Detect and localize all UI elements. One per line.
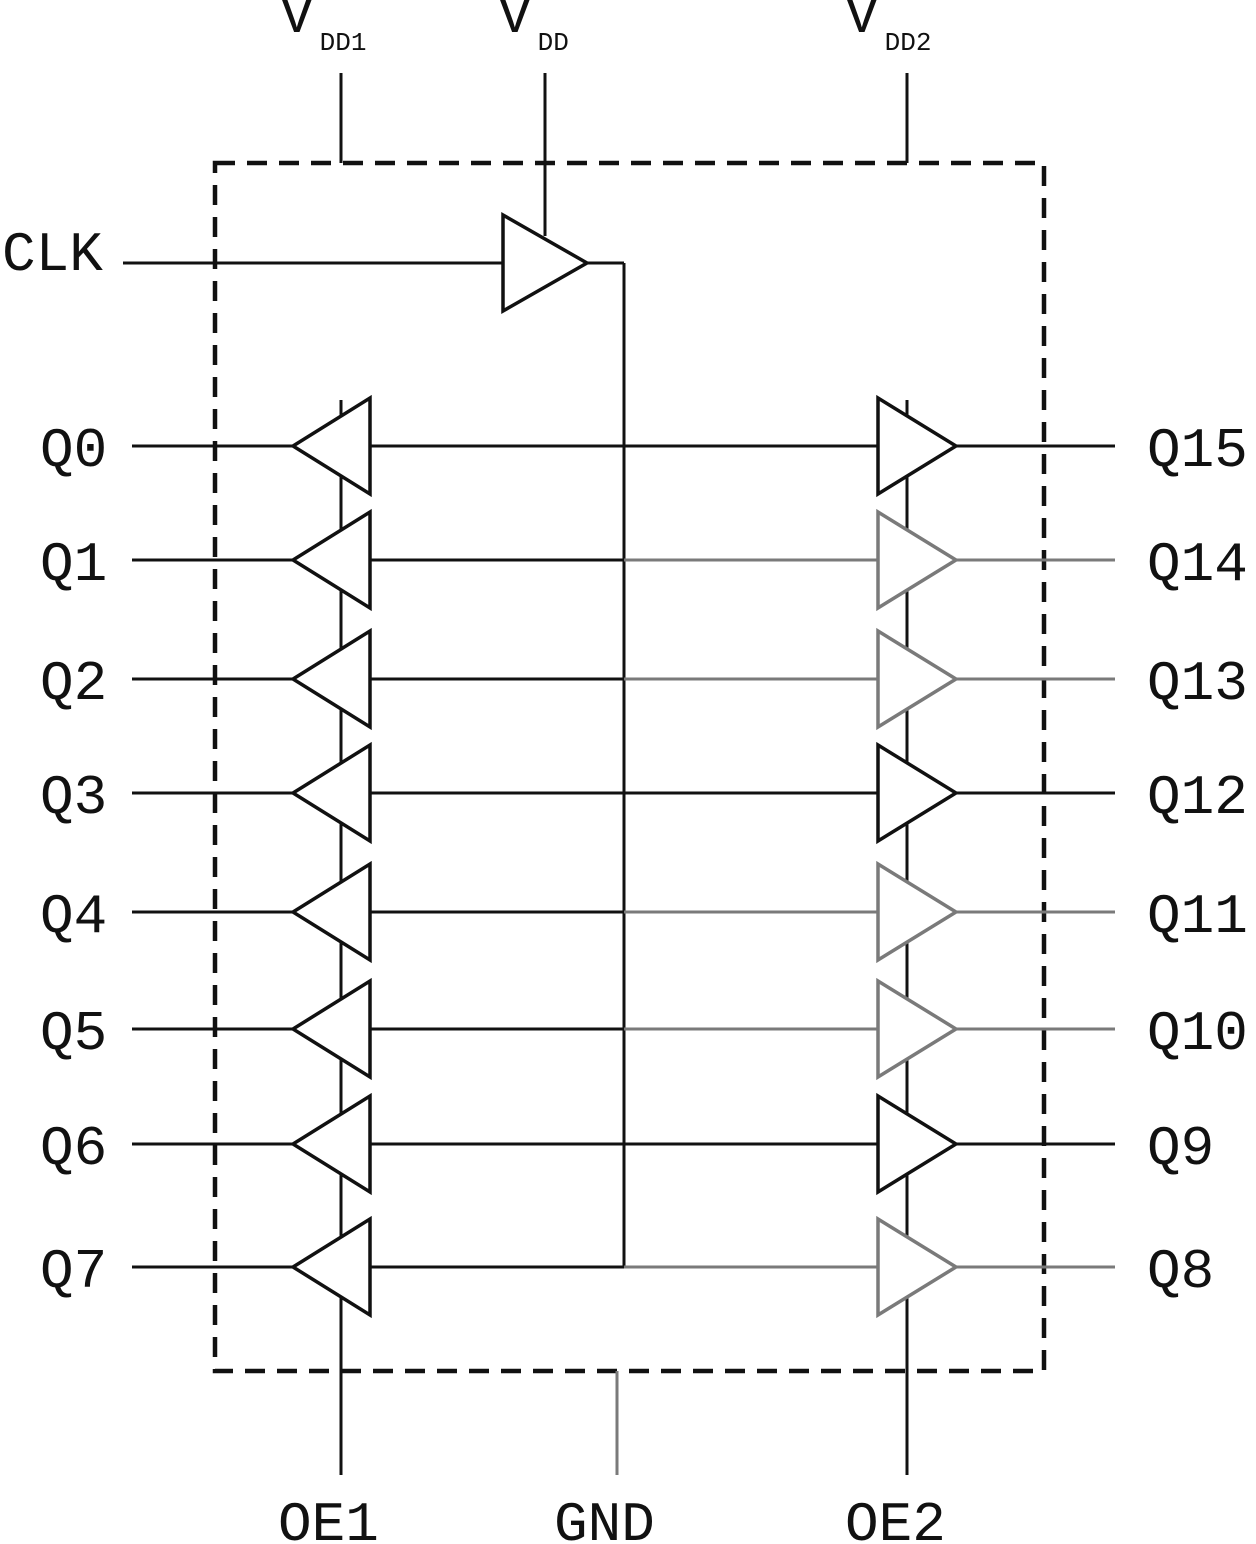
right-output-label-q13: Q13	[1147, 652, 1248, 716]
right-output-buffer	[876, 860, 960, 964]
left-output-buffer	[289, 1215, 372, 1319]
oe1-label: OE1	[278, 1493, 379, 1544]
left-output-buffer	[289, 860, 372, 964]
left-output-label-q6: Q6	[40, 1117, 107, 1181]
right-output-label-q11: Q11	[1147, 885, 1248, 949]
right-output-buffer	[876, 1092, 960, 1196]
left-output-buffer	[289, 1092, 372, 1196]
right-output-label-q15: Q15	[1147, 419, 1248, 483]
left-output-label-q1: Q1	[40, 533, 107, 597]
left-output-buffer	[289, 741, 372, 845]
right-output-buffer	[876, 394, 960, 498]
left-output-buffer	[289, 977, 372, 1081]
right-output-buffer	[876, 741, 960, 845]
left-output-label-q7: Q7	[40, 1240, 107, 1304]
left-output-label-q5: Q5	[40, 1002, 107, 1066]
right-output-label-q10: Q10	[1147, 1002, 1248, 1066]
right-output-label-q12: Q12	[1147, 766, 1248, 830]
clk-label: CLK	[2, 223, 103, 287]
left-output-buffer	[289, 394, 372, 498]
chip-boundary	[212, 160, 1047, 1374]
right-output-buffer	[876, 508, 960, 612]
left-output-label-q4: Q4	[40, 885, 107, 949]
left-output-label-q3: Q3	[40, 766, 107, 830]
oe2-label: OE2	[845, 1493, 946, 1544]
left-output-label-q2: Q2	[40, 652, 107, 716]
left-output-buffer	[289, 508, 372, 612]
right-output-label-q8: Q8	[1147, 1240, 1214, 1304]
right-output-label-q9: Q9	[1147, 1117, 1214, 1181]
right-output-buffer	[876, 627, 960, 731]
right-output-buffer	[876, 977, 960, 1081]
right-output-buffer	[876, 1215, 960, 1319]
left-output-buffer	[289, 627, 372, 731]
clock-input-buffer	[501, 211, 591, 315]
gnd-label: GND	[554, 1493, 655, 1544]
right-output-label-q14: Q14	[1147, 533, 1248, 597]
left-output-label-q0: Q0	[40, 419, 107, 483]
